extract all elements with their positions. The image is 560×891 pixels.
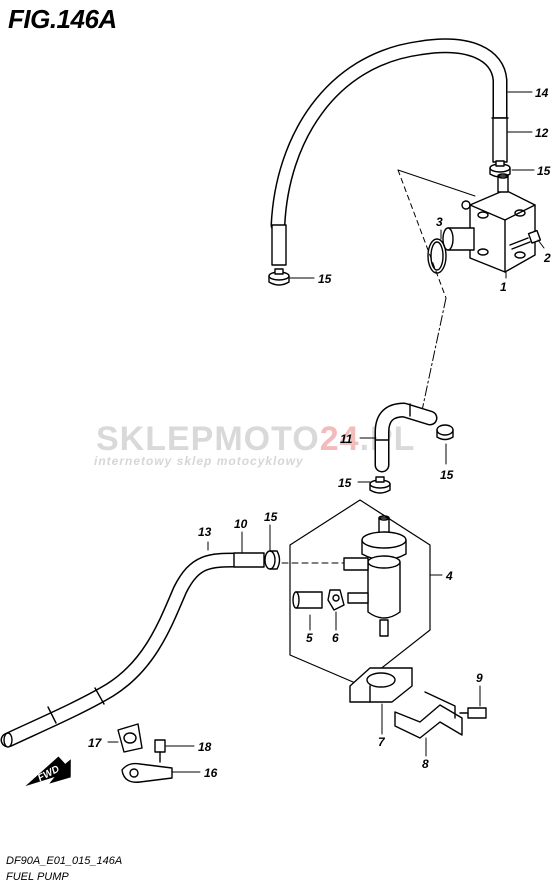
clamp-15-elbow-right: [436, 424, 454, 441]
callout-17: 17: [88, 736, 103, 750]
callout-14: 14: [535, 86, 549, 100]
diagram-code: DF90A_E01_015_146A: [6, 855, 123, 867]
elbow-hose-11: [374, 402, 438, 473]
callout-11: 11: [340, 432, 353, 446]
callout-12: 12: [535, 126, 549, 140]
callout-3: 3: [436, 215, 443, 229]
hose-14: [270, 38, 509, 233]
bolt-2: [509, 229, 542, 250]
callout-13: 13: [198, 525, 212, 539]
plug-5: [292, 591, 323, 609]
bracket-7: [349, 667, 413, 703]
fwd-arrow-badge: FWD: [25, 756, 71, 787]
hose-13: [0, 552, 246, 748]
hose-10: [233, 552, 265, 568]
callout-15-filter-top: 15: [338, 476, 352, 490]
callout-7: 7: [378, 735, 386, 749]
watermark-brand-a: SKLEPMOTO: [96, 420, 320, 458]
watermark-brand-b: 24: [319, 420, 360, 458]
callout-2: 2: [543, 251, 551, 265]
figure-title: FIG.146A: [8, 4, 117, 34]
diagram-name: FUEL PUMP: [6, 871, 69, 883]
callout-6: 6: [332, 631, 339, 645]
callout-18: 18: [198, 740, 212, 754]
hose-12: [492, 117, 508, 163]
clamp-15-filter-left: [264, 550, 281, 570]
callout-9: 9: [476, 671, 483, 685]
bolt-18: [154, 739, 166, 763]
callout-16: 16: [204, 766, 218, 780]
bracket-16: [121, 762, 173, 783]
callout-4: 4: [445, 569, 453, 583]
bolt-9: [459, 707, 487, 719]
fuel-filter-4: [343, 515, 407, 637]
callout-15-left: 15: [318, 272, 332, 286]
callout-15-filter-left: 15: [264, 510, 278, 524]
callout-10: 10: [234, 517, 248, 531]
hose-end-left: [271, 224, 287, 266]
callout-5: 5: [306, 631, 313, 645]
filter-assembly-outline: [289, 499, 431, 686]
clip-6: [327, 589, 345, 611]
callout-15-top: 15: [537, 164, 551, 178]
callout-1: 1: [500, 280, 507, 294]
clamp-15-left: [268, 268, 290, 286]
callout-numbers: 14 12 15 3 2 1 15 11 15 15 13 10 15 4 5 …: [88, 86, 551, 780]
callout-leaders: [107, 91, 545, 773]
clamp-15-filter-top: [369, 476, 391, 494]
callout-15-elbow: 15: [440, 468, 454, 482]
clip-17: [117, 723, 143, 753]
fuel-pump-1: [442, 173, 536, 273]
watermark-tagline: internetowy sklep motocyklowy: [94, 454, 304, 468]
callout-8: 8: [422, 757, 429, 771]
bracket-8: [394, 691, 463, 739]
